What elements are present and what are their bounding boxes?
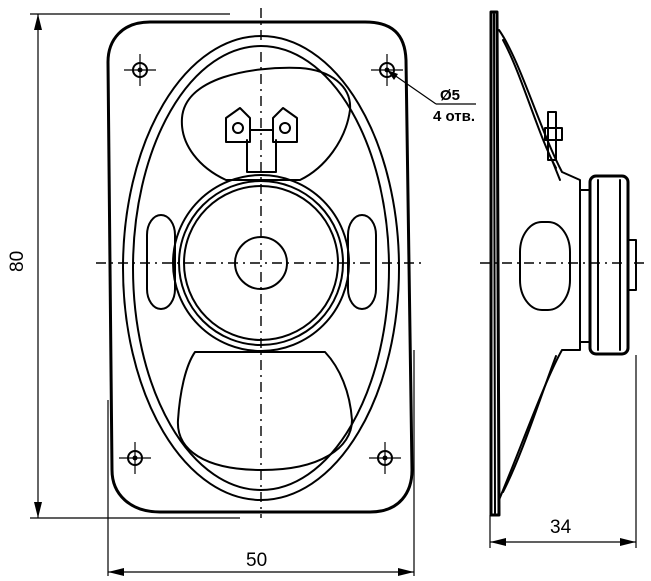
mounting-hole-top-left bbox=[124, 54, 156, 86]
side-basket-profile bbox=[498, 29, 581, 501]
front-view bbox=[96, 8, 426, 518]
side-window bbox=[519, 221, 571, 311]
height-dimension bbox=[30, 13, 240, 519]
width-dimension bbox=[107, 350, 415, 576]
cone-surround-outer bbox=[172, 174, 350, 352]
lower-window bbox=[176, 351, 353, 471]
mounting-hole-bottom-right bbox=[369, 442, 401, 474]
side-flange bbox=[489, 10, 501, 517]
left-slot bbox=[146, 214, 176, 310]
side-terminal bbox=[544, 111, 563, 181]
depth-dimension-label: 34 bbox=[550, 517, 572, 538]
hole-diameter-label: Ø5 bbox=[440, 87, 460, 104]
magnet-body bbox=[588, 174, 630, 356]
hole-callout bbox=[386, 69, 476, 105]
front-frame-outline bbox=[106, 20, 414, 514]
width-dimension-label: 50 bbox=[246, 550, 267, 571]
mounting-hole-bottom-left bbox=[119, 442, 151, 474]
magnet-back-cap bbox=[627, 239, 637, 291]
height-dimension-label: 80 bbox=[7, 251, 28, 272]
side-view bbox=[480, 10, 645, 517]
hole-count-label: 4 отв. bbox=[433, 108, 475, 125]
upper-window bbox=[180, 66, 352, 181]
right-slot bbox=[347, 214, 377, 310]
depth-dimension bbox=[489, 355, 637, 548]
